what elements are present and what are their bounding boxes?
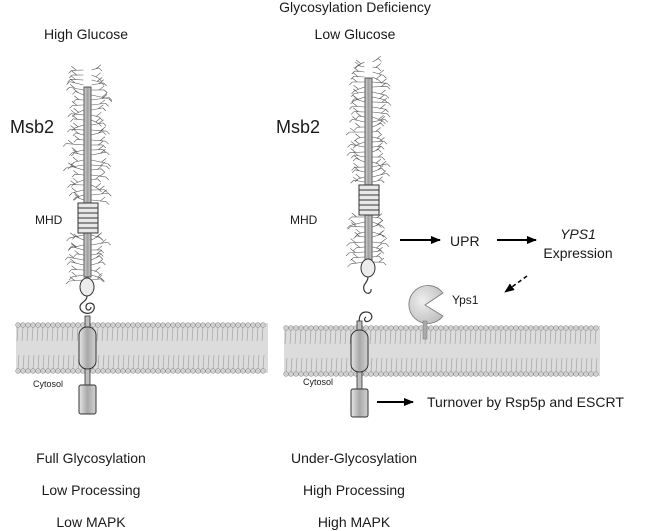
left-outcomes: Full Glycosylation Low Processing Low MA…	[36, 450, 146, 530]
right-outcomes: Under-Glycosylation High Processing High…	[291, 450, 417, 530]
left-cytosol-label: Cytosol	[33, 379, 63, 389]
dashed-arrow-to-yps1	[504, 275, 528, 293]
right-mhd-domain	[358, 184, 380, 216]
yps1-protease	[408, 285, 444, 340]
upr-label: UPR	[450, 233, 480, 249]
right-cleavage-oval	[360, 258, 376, 278]
right-cytosol-label: Cytosol	[303, 377, 333, 387]
left-cytoplasmic-tail	[78, 384, 97, 415]
right-msb2-protein	[345, 55, 392, 418]
right-released-spiral	[363, 276, 372, 294]
right-cytoplasmic-tail	[350, 388, 369, 418]
left-outcome-2: Low Processing	[42, 482, 141, 498]
top-title: Glycosylation Deficiency	[279, 0, 431, 15]
right-stalk	[364, 77, 373, 264]
left-mhd-label: MHD	[35, 213, 63, 227]
left-mhd-domain	[77, 202, 99, 234]
left-tail-connector	[84, 368, 91, 386]
right-outcome-3: High MAPK	[318, 514, 391, 530]
right-outcome-2: High Processing	[303, 482, 405, 498]
left-msb2-label: Msb2	[10, 117, 54, 137]
left-linker-spiral	[79, 295, 95, 314]
right-msb2-label: Msb2	[276, 117, 320, 137]
right-transmembrane	[350, 329, 369, 373]
right-outcome-1: Under-Glycosylation	[291, 450, 417, 466]
turnover-label: Turnover by Rsp5p and ESCRT	[427, 394, 624, 410]
left-glycan-branches	[62, 64, 113, 285]
right-membrane	[283, 325, 600, 377]
left-outcome-1: Full Glycosylation	[36, 450, 146, 466]
right-stub-spiral	[358, 311, 373, 326]
left-msb2-protein	[62, 64, 113, 415]
left-condition-label: High Glucose	[44, 26, 128, 42]
left-stalk	[83, 86, 92, 278]
left-membrane	[15, 322, 268, 374]
left-outcome-3: Low MAPK	[56, 514, 126, 530]
right-tail-connector	[356, 371, 363, 390]
right-mhd-label: MHD	[290, 213, 318, 227]
left-cleavage-oval	[79, 277, 95, 297]
yps1-gene-label: YPS1	[560, 226, 596, 242]
yps1-label: Yps1	[452, 293, 479, 307]
right-condition-label: Low Glucose	[315, 26, 396, 42]
left-transmembrane	[78, 326, 97, 370]
expression-label: Expression	[543, 245, 612, 261]
